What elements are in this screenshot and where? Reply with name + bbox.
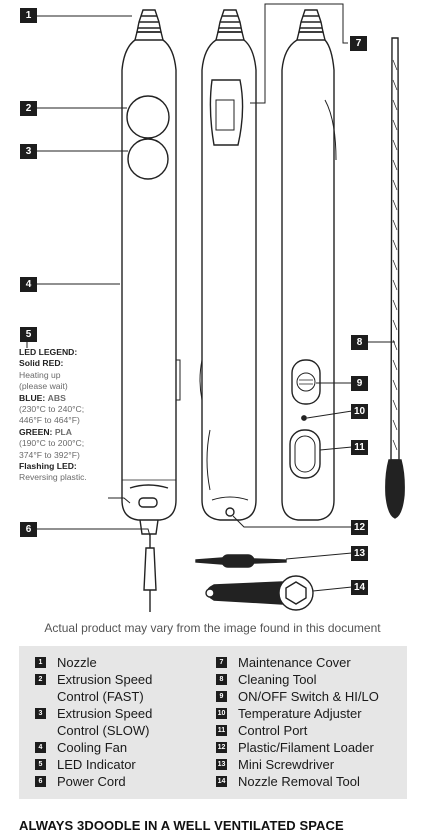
key-label-screwdriver: Mini Screwdriver — [238, 757, 335, 772]
callout-12: 12 — [351, 520, 368, 535]
legend-flash-desc: Reversing plastic. — [19, 472, 87, 483]
parts-key: 1 Nozzle 2 Extrusion Speed Control (FAST… — [19, 646, 407, 799]
callout-10: 10 — [351, 404, 368, 419]
callout-9: 9 — [351, 376, 368, 391]
key-badge: 14 — [216, 776, 227, 787]
key-badge: 1 — [35, 657, 46, 668]
led-legend: LED LEGEND: Solid RED: Heating up (pleas… — [19, 347, 105, 484]
legend-red-desc-1: Heating up — [19, 369, 61, 380]
legend-red-label: Solid RED: — [19, 358, 64, 369]
key-label-cover: Maintenance Cover — [238, 655, 351, 670]
key-badge: 6 — [35, 776, 46, 787]
key-label-fan: Cooling Fan — [57, 740, 128, 755]
key-badge: 8 — [216, 674, 227, 685]
disclaimer-caption: Actual product may vary from the image f… — [44, 621, 381, 635]
on-off-switch — [291, 359, 321, 405]
callout-8: 8 — [351, 335, 368, 350]
callout-1: 1 — [20, 8, 37, 23]
legend-blue-desc-1: (230°C to 240°C; — [19, 404, 85, 415]
key-label-switch: ON/OFF Switch & HI/LO — [238, 689, 379, 704]
fast-speed-button — [126, 95, 170, 139]
slow-speed-button — [127, 138, 169, 180]
key-badge: 2 — [35, 674, 46, 685]
key-badge: 9 — [216, 691, 227, 702]
key-badge: 12 — [216, 742, 227, 753]
callout-11: 11 — [351, 440, 368, 455]
legend-green-desc-2: 374°F to 392°F) — [19, 449, 80, 460]
legend-flash-label: Flashing LED: — [19, 461, 77, 472]
pen-side-view — [199, 9, 257, 521]
key-label-slow: Extrusion Speed — [57, 706, 153, 721]
nozzle-removal-tool — [205, 575, 314, 611]
key-label-slow-2: Control (SLOW) — [57, 723, 150, 738]
mini-screwdriver — [195, 554, 287, 568]
filament-loader — [225, 507, 235, 517]
legend-title: LED LEGEND: — [19, 347, 78, 357]
callout-14: 14 — [351, 580, 368, 595]
key-label-port: Control Port — [238, 723, 308, 738]
key-badge: 10 — [216, 708, 227, 719]
key-label-fast-2: Control (FAST) — [57, 689, 144, 704]
cleaning-tool — [385, 37, 405, 519]
key-label-led: LED Indicator — [57, 757, 136, 772]
callout-3: 3 — [20, 144, 37, 159]
callout-5: 5 — [20, 327, 37, 342]
key-label-nozzle: Nozzle — [57, 655, 97, 670]
maintenance-cover — [209, 79, 244, 146]
legend-blue-label: BLUE: — [19, 392, 46, 403]
legend-blue-desc-2: 446°F to 464°F) — [19, 415, 80, 426]
callout-4: 4 — [20, 277, 37, 292]
legend-red-desc-2: (please wait) — [19, 381, 68, 392]
legend-green-label: GREEN: — [19, 426, 53, 437]
callout-13: 13 — [351, 546, 368, 561]
temperature-adjuster — [301, 415, 307, 421]
key-label-fast: Extrusion Speed — [57, 672, 153, 687]
ventilation-warning: ALWAYS 3DOODLE IN A WELL VENTILATED SPAC… — [19, 818, 344, 833]
key-badge: 7 — [216, 657, 227, 668]
control-port — [289, 429, 321, 479]
key-label-cleaning: Cleaning Tool — [238, 672, 317, 687]
pen-front-view — [121, 9, 181, 612]
callout-6: 6 — [20, 522, 37, 537]
pen-back-view — [281, 9, 337, 521]
key-label-cord: Power Cord — [57, 774, 126, 789]
key-badge: 11 — [216, 725, 227, 736]
key-label-loader: Plastic/Filament Loader — [238, 740, 374, 755]
key-badge: 13 — [216, 759, 227, 770]
legend-green-value: PLA — [54, 426, 73, 437]
key-badge: 3 — [35, 708, 46, 719]
key-badge: 4 — [35, 742, 46, 753]
callout-7: 7 — [350, 36, 367, 51]
key-label-removal: Nozzle Removal Tool — [238, 774, 360, 789]
led-indicator — [138, 497, 158, 508]
product-diagram — [26, 3, 405, 612]
legend-green-desc-1: (190°C to 200°C; — [19, 438, 85, 449]
key-badge: 5 — [35, 759, 46, 770]
callout-2: 2 — [20, 101, 37, 116]
key-label-temp: Temperature Adjuster — [238, 706, 362, 721]
legend-blue-value: ABS — [47, 392, 66, 403]
